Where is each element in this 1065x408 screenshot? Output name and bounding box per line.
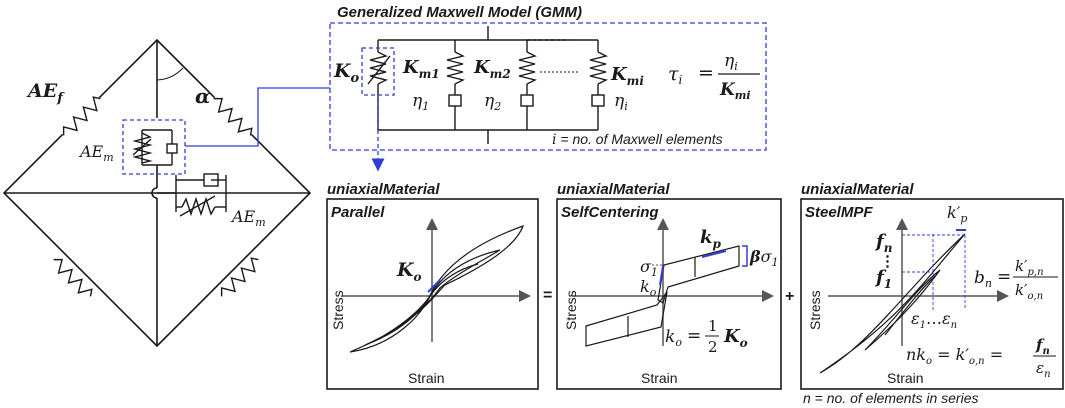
gmm-km1-label: Km1: [402, 57, 440, 81]
gmm-eta2-label: η2: [484, 91, 501, 113]
panel1-name: Parallel: [331, 204, 385, 221]
svg-text:Kmi: Kmi: [719, 80, 751, 102]
diagonal-springs: [49, 94, 263, 301]
aem-label-1: AEm: [78, 142, 114, 164]
svg-text:εn: εn: [1036, 359, 1051, 380]
panel3-name: SteelMPF: [805, 204, 873, 221]
plus-operator: +: [785, 288, 794, 305]
panel3-ylabel: Stress: [807, 290, 823, 330]
central-element: [132, 129, 178, 166]
panel1-material: uniaxialMaterial: [327, 181, 440, 198]
panel2-equation: ko = 1 2 Ko: [665, 317, 748, 356]
panel2-ylabel: Stress: [563, 290, 579, 330]
panel3-nko-equation: nko = k′o,n = fn εn: [906, 336, 1056, 380]
panel2-beta: βσ1: [749, 247, 779, 269]
svg-text:bn: bn: [974, 268, 992, 290]
gmm-box: [329, 22, 767, 151]
svg-text:2: 2: [708, 338, 718, 356]
svg-text:=: =: [997, 267, 1011, 287]
gmm-note: i = no. of Maxwell elements: [552, 131, 723, 148]
footnote: n = no. of elements in series: [803, 390, 979, 406]
equals-operator: =: [543, 287, 552, 304]
panel3-kpp: k′p: [947, 203, 967, 225]
svg-text:τi: τi: [668, 63, 683, 87]
svg-text:Ko: Ko: [723, 326, 748, 350]
svg-text:ηi: ηi: [724, 51, 738, 73]
panel3-f1: f1: [874, 267, 892, 291]
svg-text:k′p,n: k′p,n: [1015, 257, 1044, 278]
gmm-etai-label: ηi: [614, 91, 628, 113]
gmm-circuit: [367, 26, 609, 144]
panel2-material: uniaxialMaterial: [557, 181, 670, 198]
panel3-material: uniaxialMaterial: [801, 181, 914, 198]
svg-text:ko: ko: [665, 327, 682, 349]
tau-equation: τi = ηi Kmi: [668, 51, 760, 102]
svg-text:fn: fn: [1035, 336, 1050, 357]
alpha-label: α: [195, 84, 210, 108]
gmm-k0-label: Ko: [333, 60, 360, 86]
panel3-xlabel: Strain: [887, 370, 924, 386]
gmm-title: Generalized Maxwell Model (GMM): [337, 4, 582, 21]
svg-text:nko = k′o,n =: nko = k′o,n =: [906, 345, 1003, 367]
aem-label-2: AEm: [230, 207, 266, 229]
svg-text:1: 1: [708, 317, 718, 335]
lower-element: [157, 173, 227, 217]
alpha-arc: [156, 67, 184, 81]
panel3-eps: ε1…εn: [911, 309, 957, 331]
gmm-eta1-label: η1: [412, 91, 429, 113]
svg-text:=: =: [698, 62, 714, 84]
connector-line: [185, 87, 330, 147]
braced-frame: [2, 38, 312, 348]
svg-text:k′o,n: k′o,n: [1015, 281, 1043, 302]
gmm-kmi-label: Kmi: [610, 64, 644, 88]
panel3-bn-equation: bn = k′p,n k′o,n: [974, 257, 1058, 302]
panel3-dots: ⋮: [880, 252, 895, 270]
panel2-kp: kp: [700, 227, 721, 251]
panel2-ko: ko: [640, 277, 657, 299]
panel2-name: SelfCentering: [561, 204, 659, 221]
panel1-ylabel: Stress: [330, 290, 346, 330]
aef-label: AEf: [26, 80, 65, 106]
panel2-sigma: σ1: [640, 257, 658, 279]
panel2-xlabel: Strain: [641, 370, 678, 386]
panel1-xlabel: Strain: [408, 370, 445, 386]
panel1-k: Ko: [396, 259, 422, 284]
svg-text:=: =: [687, 326, 701, 346]
central-element-highlight: [122, 119, 186, 175]
gmm-km2-label: Km2: [473, 57, 511, 81]
panel-steelmpf: uniaxialMaterial SteelMPF k′p fn ⋮ f1 bn…: [800, 181, 1064, 390]
panel-parallel: uniaxialMaterial Parallel Ko Strain Stre…: [326, 181, 539, 390]
panel-selfcentering: uniaxialMaterial SelfCentering σ1 ko kp …: [556, 181, 782, 390]
